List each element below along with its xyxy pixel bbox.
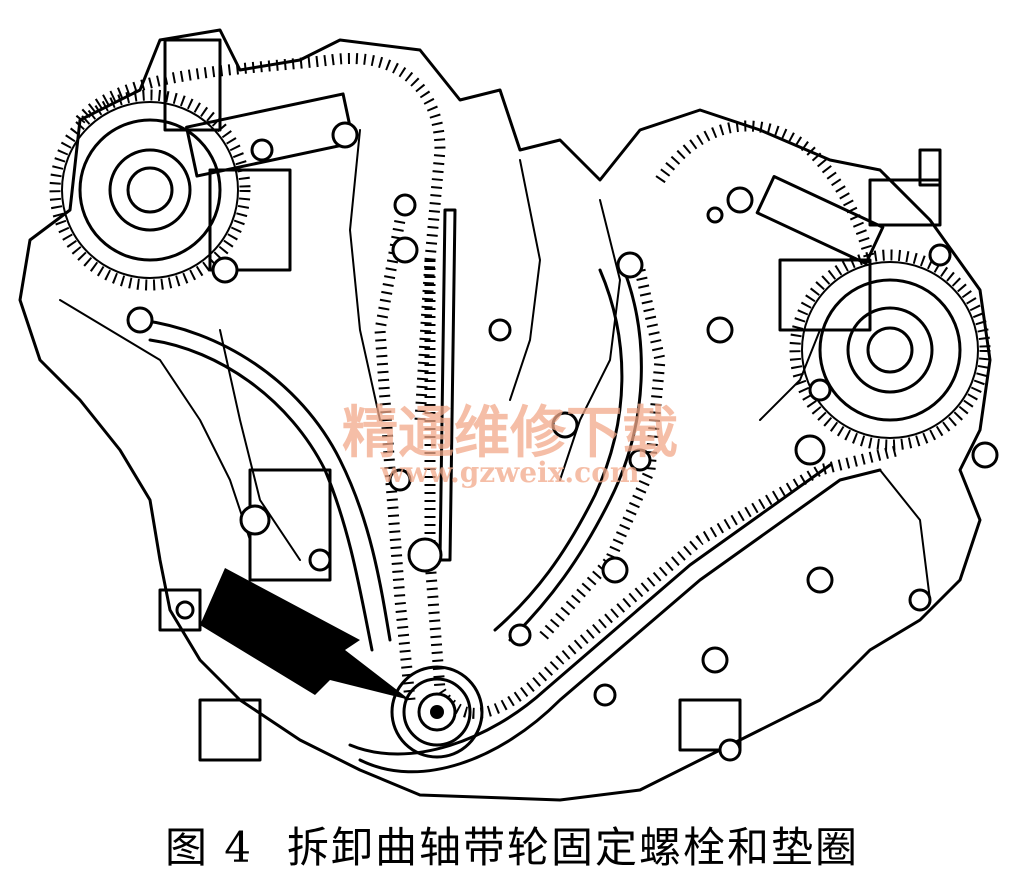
watermark-site-url: www.gzweix.com bbox=[379, 456, 639, 489]
primary-timing-chain bbox=[374, 219, 902, 719]
figure-title: 拆卸曲轴带轮固定螺栓和垫圈 bbox=[287, 823, 860, 872]
right-camshaft-sprocket bbox=[789, 249, 991, 451]
right-tensioner bbox=[755, 148, 942, 332]
watermark-site-name: 精通维修下载 bbox=[342, 400, 678, 466]
left-tensioner bbox=[163, 38, 355, 272]
arrow-pointer-icon bbox=[200, 568, 410, 700]
figure-caption: 图 4 拆卸曲轴带轮固定螺栓和垫圈 bbox=[0, 814, 1024, 875]
right-secondary-chain bbox=[655, 120, 876, 262]
crankshaft-sprocket bbox=[390, 665, 484, 759]
chain-guides bbox=[138, 208, 882, 774]
watermark: 精通维修下载 www.gzweix.com bbox=[342, 400, 678, 489]
engine-block-outline bbox=[18, 28, 992, 802]
bolts bbox=[126, 121, 999, 762]
engine-timing-diagram: 精通维修下载 www.gzweix.com bbox=[18, 28, 999, 802]
left-camshaft-sprocket bbox=[49, 89, 251, 291]
figure-label: 图 4 bbox=[164, 823, 254, 872]
